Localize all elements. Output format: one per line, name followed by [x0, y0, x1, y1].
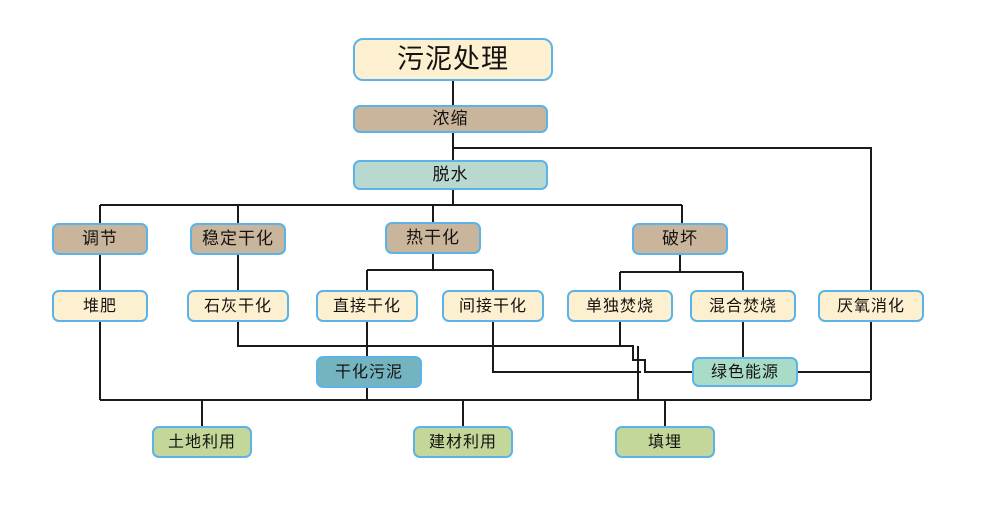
node-label: 填埋 [647, 432, 682, 451]
node-label: 干化污泥 [334, 362, 403, 381]
node-label: 破坏 [662, 228, 698, 249]
node-n9[interactable]: 直接干化 [316, 290, 418, 322]
node-n6[interactable]: 破坏 [632, 223, 728, 255]
node-n14[interactable]: 干化污泥 [316, 356, 422, 388]
node-label: 土地利用 [167, 432, 236, 451]
node-label: 厌氧消化 [836, 296, 905, 315]
node-n16[interactable]: 土地利用 [152, 426, 252, 458]
connector-dandu-down [619, 322, 633, 347]
node-label: 绿色能源 [710, 362, 779, 381]
node-n0[interactable]: 污泥处理 [353, 38, 553, 81]
node-label: 石灰干化 [203, 296, 272, 315]
node-n11[interactable]: 单独焚烧 [567, 290, 673, 322]
node-label: 脱水 [432, 164, 469, 185]
connector-thicken-to-anaerobic [453, 147, 872, 290]
connector-jianjie-to-right [492, 322, 641, 373]
node-label: 建材利用 [428, 432, 497, 451]
node-n10[interactable]: 间接干化 [442, 290, 544, 322]
node-label: 混合焚烧 [708, 296, 777, 315]
connector-jump-segment-left [600, 345, 652, 373]
node-n1[interactable]: 浓缩 [353, 105, 548, 133]
node-n15[interactable]: 绿色能源 [692, 357, 798, 387]
node-label: 浓缩 [432, 108, 469, 129]
node-label: 热干化 [406, 227, 460, 248]
node-n13[interactable]: 厌氧消化 [818, 290, 924, 322]
node-label: 调节 [82, 228, 118, 249]
node-n5[interactable]: 热干化 [385, 222, 481, 254]
node-n7[interactable]: 堆肥 [52, 290, 148, 322]
node-n12[interactable]: 混合焚烧 [690, 290, 796, 322]
node-label: 间接干化 [458, 296, 527, 315]
node-label: 污泥处理 [397, 44, 509, 75]
node-label: 单独焚烧 [585, 296, 654, 315]
connector-shihui-to-right [237, 322, 600, 347]
node-label: 堆肥 [82, 296, 117, 315]
node-n4[interactable]: 稳定干化 [190, 223, 286, 255]
node-label: 稳定干化 [202, 228, 274, 249]
node-n8[interactable]: 石灰干化 [187, 290, 289, 322]
node-label: 直接干化 [332, 296, 401, 315]
node-n17[interactable]: 建材利用 [413, 426, 513, 458]
node-n2[interactable]: 脱水 [353, 160, 548, 190]
node-n18[interactable]: 填埋 [615, 426, 715, 458]
node-n3[interactable]: 调节 [52, 223, 148, 255]
